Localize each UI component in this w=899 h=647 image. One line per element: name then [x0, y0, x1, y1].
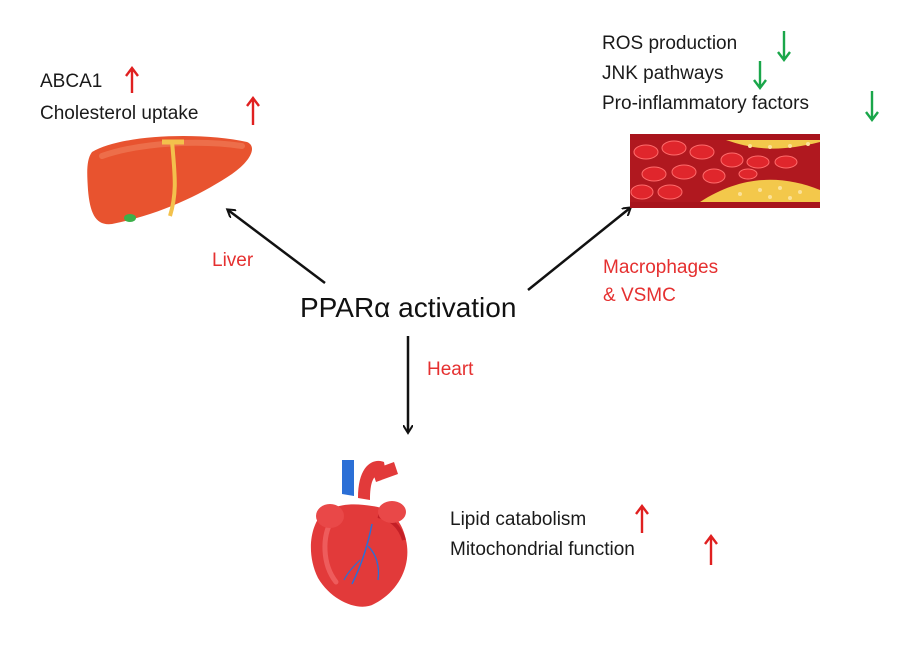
vessel-tissue-label-line1: Macrophages	[603, 257, 719, 278]
heart-effect-lipid-catabolism: Lipid catabolism	[450, 509, 587, 530]
up-arrow-icon	[125, 66, 139, 93]
down-arrow-icon	[865, 91, 879, 122]
vessel-tissue-label-line2: & VSMC	[603, 285, 676, 306]
arrow-to-liver	[228, 210, 326, 284]
vessel-effect-jnk: JNK pathways	[602, 63, 724, 84]
blood-vessel-illustration	[630, 134, 820, 208]
down-arrow-icon	[777, 31, 791, 62]
vessel-effect-proinflammatory: Pro-inflammatory factors	[602, 93, 809, 114]
center-label: PPARα activation	[300, 292, 517, 323]
up-arrow-icon	[246, 96, 260, 125]
liver-effect-abca1: ABCA1	[40, 71, 103, 92]
up-arrow-icon	[635, 504, 649, 533]
heart-illustration	[310, 460, 408, 607]
heart-tissue-label: Heart	[427, 359, 474, 380]
vessel-effect-ros: ROS production	[602, 33, 738, 54]
liver-effect-cholesterol: Cholesterol uptake	[40, 103, 199, 124]
down-arrow-icon	[753, 61, 767, 90]
arrow-to-vessel	[527, 208, 630, 291]
liver-illustration	[87, 136, 252, 225]
heart-effect-mitochondrial: Mitochondrial function	[450, 539, 635, 560]
liver-tissue-label: Liver	[212, 250, 254, 271]
up-arrow-icon	[704, 534, 718, 565]
